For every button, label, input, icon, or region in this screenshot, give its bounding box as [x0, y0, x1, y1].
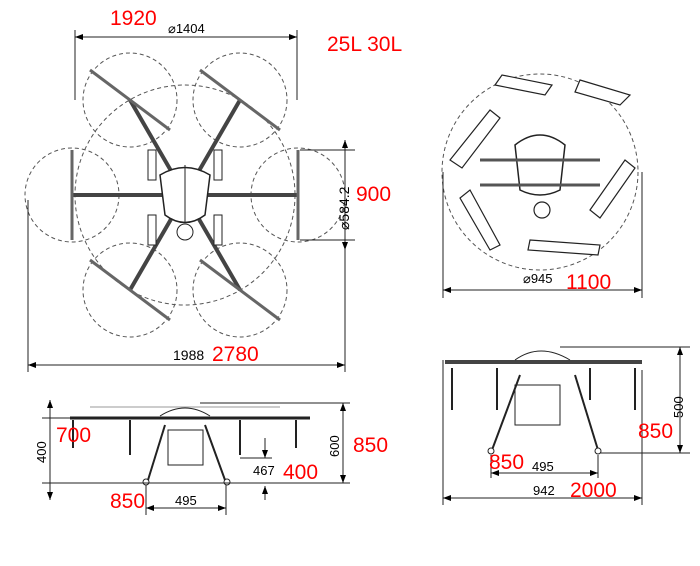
gear-width-black-dim: 495: [175, 493, 197, 508]
folded-height-black-dim: 500: [671, 396, 686, 418]
folded-gear-width-black-dim: 495: [532, 459, 554, 474]
clearance-red-dim: 400: [283, 461, 319, 484]
body-red-dim: 900: [356, 183, 392, 206]
top-view: [24, 30, 355, 372]
left-height-red-dim: 700: [56, 424, 92, 447]
folded-height-red-dim: 850: [638, 420, 674, 443]
left-height-black-dim: 400: [34, 441, 49, 463]
folded-overall-width-red-dim: 2000: [570, 479, 617, 502]
right-height-red-dim: 850: [353, 434, 389, 457]
body-black-dim: ⌀584.2: [336, 186, 352, 230]
folded-diameter-black-dim: ⌀945: [523, 271, 553, 286]
overall-width-black-dim: 1988: [173, 347, 205, 363]
folded-diameter-red-dim: 1100: [566, 271, 612, 294]
overall-width-red-dim: 2780: [212, 343, 259, 366]
folded-gear-width-red-dim: 850: [489, 451, 525, 474]
folded-side-view: [442, 346, 690, 505]
clearance-black-dim: 467: [253, 463, 275, 478]
right-height-black-dim: 600: [327, 435, 342, 457]
side-view: [42, 400, 350, 515]
rotor-span-black-dim: ⌀1404: [168, 21, 205, 36]
rotor-span-red-dim: 1920: [110, 7, 157, 30]
folded-overall-width-black-dim: 942: [533, 483, 555, 498]
folded-top-view: [441, 73, 643, 298]
gear-width-red-dim: 850: [110, 490, 146, 513]
capacity-label: 25L 30L: [327, 33, 403, 56]
